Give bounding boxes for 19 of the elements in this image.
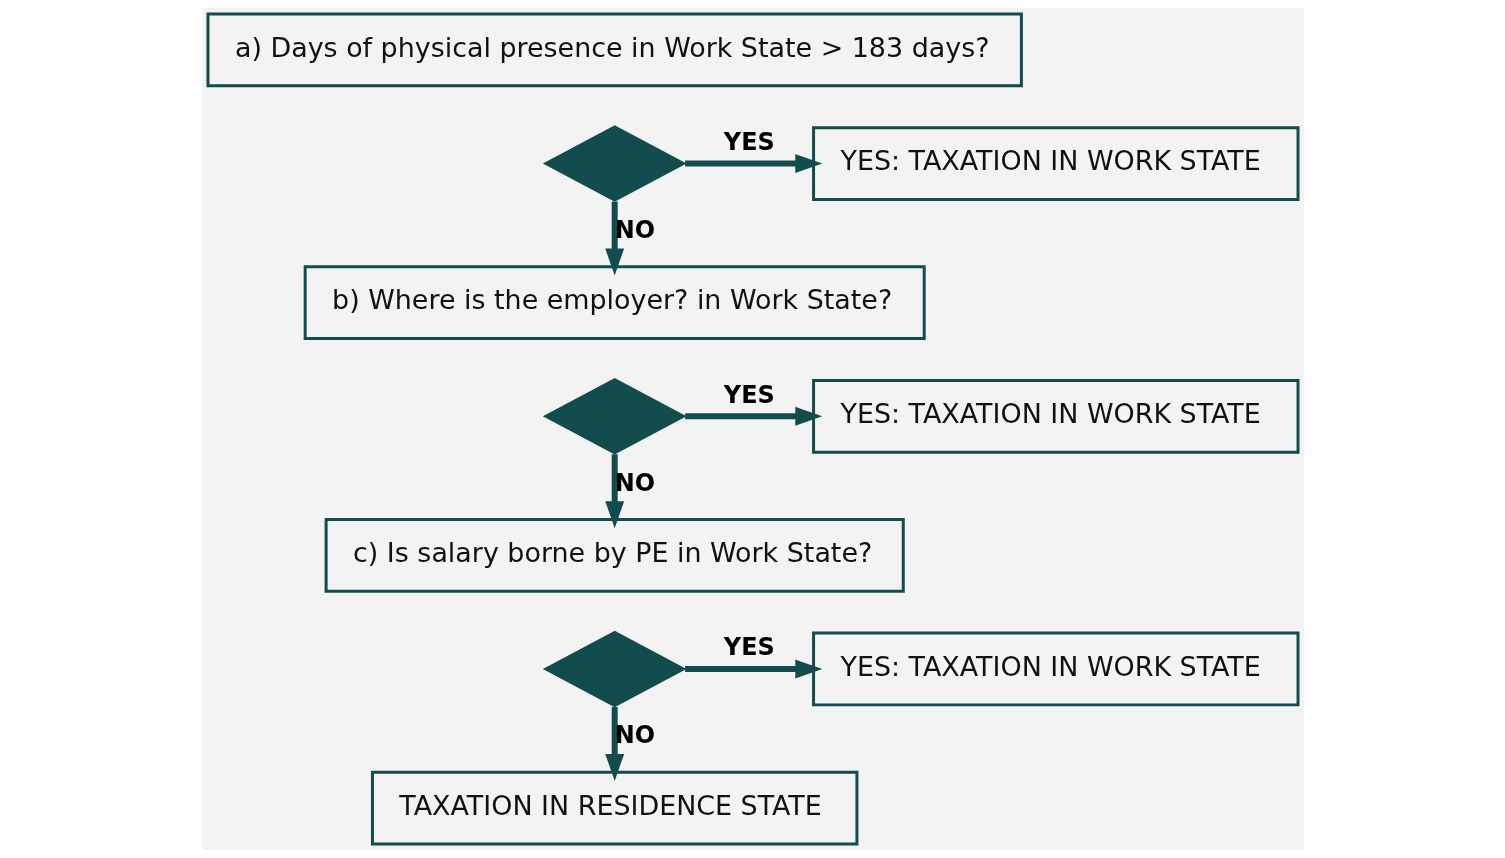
node-box: YES: TAXATION IN WORK STATE bbox=[811, 631, 1299, 707]
arrow bbox=[684, 406, 822, 426]
arrow bbox=[684, 154, 822, 174]
edge-label: YES bbox=[723, 127, 775, 156]
edge-label: YES bbox=[723, 633, 775, 662]
arrow bbox=[604, 454, 624, 529]
node-box: a) Days of physical presence in Work State > 183 days? bbox=[206, 12, 1023, 88]
arrow bbox=[684, 659, 822, 679]
node-diamond bbox=[542, 630, 687, 708]
node-box: b) Where is the employer? in Work State? bbox=[303, 265, 926, 341]
arrow bbox=[604, 201, 624, 276]
edge-label: YES bbox=[723, 380, 775, 409]
node-box: YES: TAXATION IN WORK STATE bbox=[811, 378, 1299, 454]
node-box: YES: TAXATION IN WORK STATE bbox=[811, 126, 1299, 201]
node-diamond bbox=[542, 125, 687, 202]
arrow bbox=[604, 706, 624, 781]
node-box: c) Is salary borne by PE in Work State? bbox=[324, 517, 905, 593]
node-box: TAXATION IN RESIDENCE STATE bbox=[370, 770, 858, 846]
node-diamond bbox=[542, 378, 687, 455]
